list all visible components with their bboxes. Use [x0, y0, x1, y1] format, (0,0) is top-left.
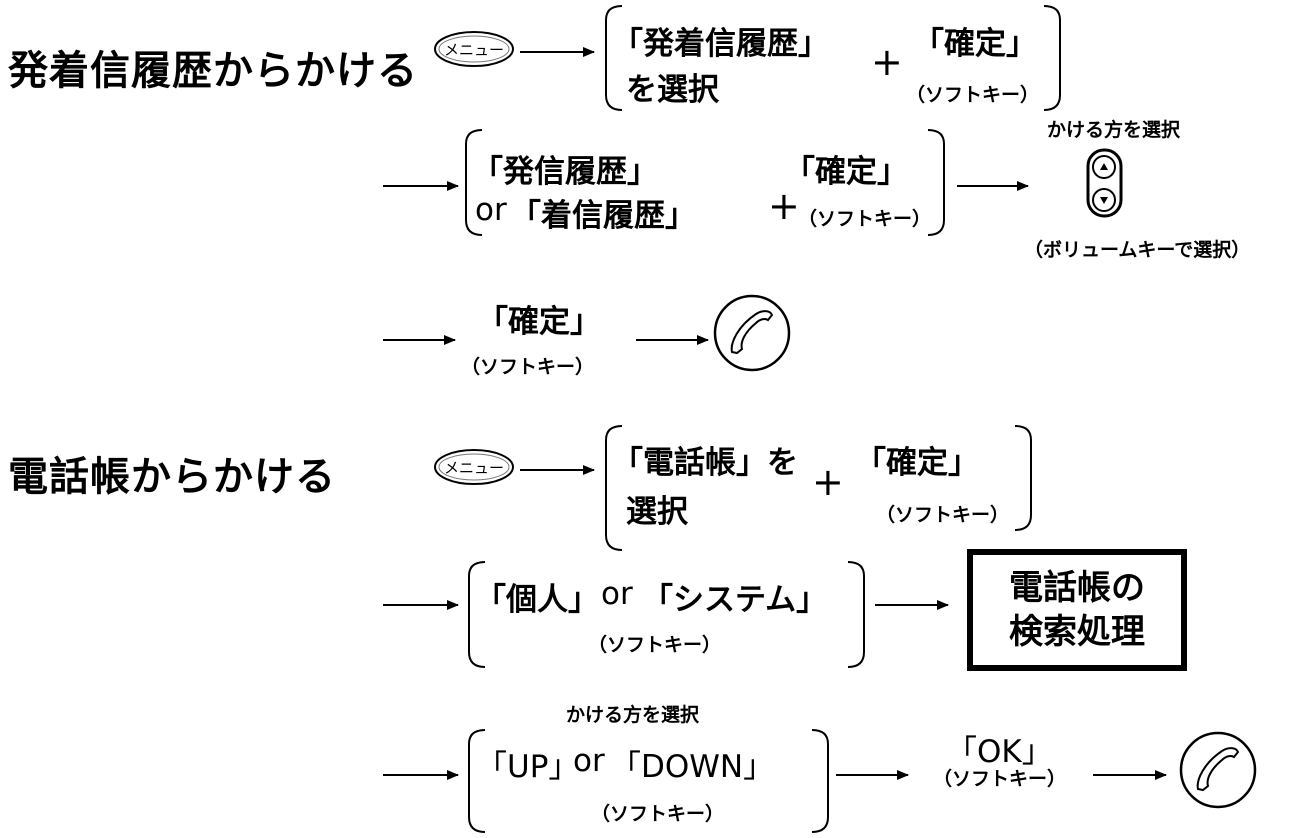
- step-text: を選択: [626, 72, 719, 108]
- select-caption: かける方を選択: [1047, 119, 1181, 141]
- bracket-left: [605, 425, 623, 551]
- plus-sign: +: [768, 184, 800, 228]
- call-button-icon: [713, 294, 791, 372]
- confirm-softkey-label: 「確定」: [855, 445, 979, 481]
- confirm-softkey-label: 「確定」: [784, 154, 908, 190]
- bracket-left: [465, 129, 483, 236]
- softkey-note: （ソフトキー）: [876, 504, 1010, 526]
- bracket-right: [1014, 425, 1032, 531]
- search-process-box: 電話帳の 検索処理: [967, 549, 1187, 671]
- menu-key-label: メニュー: [444, 41, 504, 59]
- softkey-note: （ソフトキー）: [591, 803, 725, 825]
- volume-key-note: （ボリュームキーで選択）: [1024, 239, 1251, 261]
- or-text: or: [601, 576, 633, 612]
- bracket-left: [468, 561, 486, 668]
- step-text: 「電話帳」を: [612, 445, 798, 481]
- plus-sign: +: [871, 40, 903, 84]
- or-text: or: [573, 743, 605, 779]
- softkey-note: （ソフトキー）: [798, 208, 932, 230]
- section-title: 電話帳からかける: [8, 454, 336, 500]
- bracket-right: [1043, 5, 1061, 111]
- search-box-line: 電話帳の: [1009, 567, 1145, 608]
- section-title: 発着信履歴からかける: [8, 48, 418, 94]
- softkey-option: 「DOWN」: [610, 749, 775, 785]
- menu-key-label: メニュー: [444, 459, 504, 477]
- ok-softkey-label: 「OK」: [946, 734, 1053, 770]
- softkey-option: 「UP」: [476, 749, 580, 785]
- step-text: 選択: [626, 494, 688, 530]
- bracket-right: [927, 129, 945, 236]
- bracket-left: [605, 5, 623, 111]
- call-button-icon: [1179, 731, 1257, 809]
- or-text: or: [475, 192, 507, 228]
- volume-key-icon: [1086, 148, 1123, 218]
- confirm-softkey-label: 「確定」: [913, 26, 1037, 62]
- softkey-option: 「個人」: [475, 582, 599, 618]
- softkey-note: （ソフトキー）: [906, 84, 1040, 106]
- menu-key-icon: メニュー: [434, 449, 514, 485]
- step-text: 「発信履歴」: [472, 154, 658, 190]
- menu-key-icon: メニュー: [434, 31, 514, 67]
- bracket-right: [847, 561, 865, 668]
- step-text: 「発着信履歴」: [612, 26, 829, 62]
- select-caption: かける方を選択: [566, 704, 700, 726]
- softkey-note: （ソフトキー）: [933, 768, 1067, 790]
- plus-sign: +: [812, 460, 844, 504]
- softkey-option: 「システム」: [642, 582, 828, 618]
- confirm-softkey-label: 「確定」: [477, 304, 601, 340]
- step-text: 「着信履歴」: [510, 198, 696, 234]
- softkey-note: （ソフトキー）: [461, 356, 595, 378]
- search-box-line: 検索処理: [1009, 612, 1145, 652]
- softkey-note: （ソフトキー）: [588, 634, 722, 656]
- bracket-right: [811, 729, 829, 833]
- bracket-left: [468, 729, 486, 833]
